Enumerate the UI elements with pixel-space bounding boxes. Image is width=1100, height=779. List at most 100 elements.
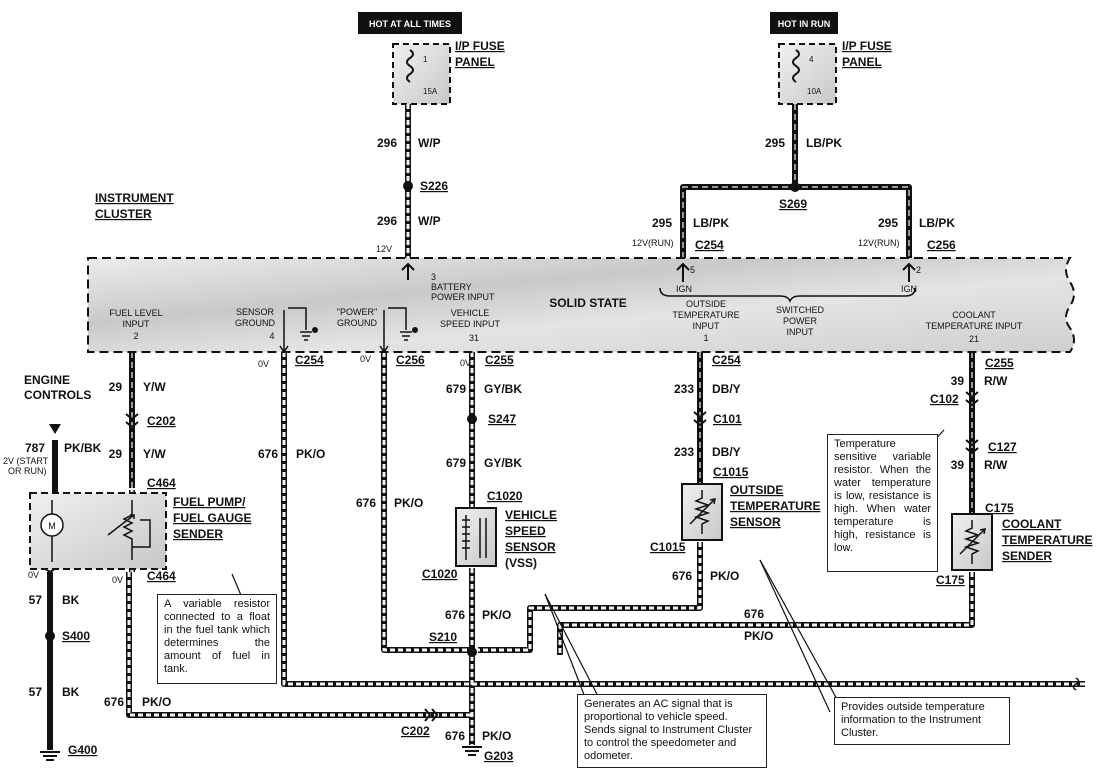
pin-label: OUTSIDE <box>686 299 726 309</box>
fuse-panel-title: I/P FUSE <box>842 39 892 53</box>
connector-label: C254 <box>695 238 724 252</box>
hot-at-all-times-tag: HOT AT ALL TIMES <box>358 12 462 34</box>
connector-label: C256 <box>927 238 956 252</box>
pin-label: SENSOR <box>236 307 275 317</box>
component-title: COOLANT <box>1002 517 1062 531</box>
wire-number: 679 <box>446 382 466 396</box>
connector-label: C1020 <box>487 489 523 503</box>
thermistor-icon <box>959 520 986 564</box>
component-title: SPEED <box>505 524 546 538</box>
vss-note: Generates an AC signal that is proportio… <box>577 694 767 768</box>
component-title: FUEL GAUGE <box>173 511 251 525</box>
pin-label: BATTERY <box>431 282 472 292</box>
voltage-labels: 12V 12V(RUN) 12V(RUN) 0V 0V 0V 0V 0V 2V … <box>3 238 900 585</box>
component-title: TEMPERATURE <box>730 499 820 513</box>
fuel-sender-note: A variable resistor connected to a float… <box>157 594 277 684</box>
connector-label: C1020 <box>422 567 458 581</box>
wire-number: 296 <box>377 214 397 228</box>
component-title: SENDER <box>173 527 223 541</box>
motor-label: M <box>48 521 56 531</box>
pin-label: FUEL LEVEL <box>109 308 162 318</box>
coolant-note: Temperature sensitive variable resistor.… <box>827 434 938 572</box>
arrow-up-icon <box>676 262 690 282</box>
fuse-rating: 10A <box>807 87 822 96</box>
pin-label: TEMPERATURE INPUT <box>926 321 1023 331</box>
hot-at-all-times-text: HOT AT ALL TIMES <box>369 19 451 29</box>
wire-color: LB/PK <box>693 216 729 230</box>
wire-number: 676 <box>104 695 124 709</box>
wire-color: PK/O <box>142 695 171 709</box>
wire-color: GY/BK <box>484 456 522 470</box>
coil-icon <box>462 515 487 560</box>
splice-label: S247 <box>488 412 516 426</box>
splice-label: S210 <box>429 630 457 644</box>
connector-label: C464 <box>147 569 176 583</box>
wire-color: Y/W <box>143 380 166 394</box>
pin-label: VEHICLE <box>451 308 490 318</box>
ground-icon <box>279 307 312 354</box>
wire-number: 29 <box>109 447 123 461</box>
wire-color: PK/O <box>744 629 773 643</box>
wire-color: PK/O <box>394 496 423 510</box>
wire-color: GY/BK <box>484 382 522 396</box>
pin-label: COOLANT <box>952 310 996 320</box>
vehicle-speed-sensor: VEHICLE SPEED SENSOR (VSS) <box>455 507 557 570</box>
fuel-pump-sender: M FUEL PUMP/ FUEL GAUGE SENDER <box>29 492 251 570</box>
wire-number: 676 <box>744 607 764 621</box>
wire-color: LB/PK <box>919 216 955 230</box>
pin-label: IGN <box>901 284 917 294</box>
coolant-temperature-sender: COOLANT TEMPERATURE SENDER <box>951 513 1092 571</box>
fuse-number: 1 <box>423 55 428 64</box>
cluster-title: INSTRUMENT <box>95 191 174 205</box>
connector-label: C202 <box>401 724 430 738</box>
wire-color: W/P <box>418 136 441 150</box>
component-title: SENSOR <box>505 540 556 554</box>
engine-controls-label: ENGINE CONTROLS <box>24 373 91 402</box>
voltage-label: 12V <box>376 244 392 254</box>
wire-number: 295 <box>878 216 898 230</box>
ground-label: G400 <box>68 743 98 757</box>
connector-label: C254 <box>712 353 741 367</box>
outside-temp-note: Provides outside temperature information… <box>834 697 1010 745</box>
wire-number: 57 <box>29 685 43 699</box>
wire-number: 39 <box>951 458 965 472</box>
voltage-label: 0V <box>460 358 471 368</box>
engine-controls-text: CONTROLS <box>24 388 91 402</box>
bracket-icon <box>659 287 916 304</box>
wire-number: 676 <box>445 729 465 743</box>
arrow-down-icon <box>49 424 61 434</box>
splice-dot <box>467 414 477 424</box>
wire-number: 29 <box>109 380 123 394</box>
callout-lines <box>231 429 945 713</box>
pin-number: 3 <box>431 272 436 282</box>
connector-label: C464 <box>147 476 176 490</box>
ground-label: G203 <box>484 749 514 763</box>
wire-number: 676 <box>445 608 465 622</box>
ground-icon <box>379 307 412 354</box>
component-title: FUEL PUMP/ <box>173 495 246 509</box>
wire-color: BK <box>62 685 80 699</box>
connector-label: C254 <box>295 353 324 367</box>
wire-number: 295 <box>765 136 785 150</box>
connector-label: C202 <box>147 414 176 428</box>
wire-number: 296 <box>377 136 397 150</box>
voltage-label: 12V(RUN) <box>632 238 674 248</box>
wire-color: DB/Y <box>712 382 741 396</box>
fuse-panel-title: PANEL <box>455 55 495 69</box>
hot-in-run-text: HOT IN RUN <box>778 19 831 29</box>
wire-number: 676 <box>356 496 376 510</box>
wire-break-icon <box>1072 677 1080 691</box>
wire-color: Y/W <box>143 447 166 461</box>
wire-number: 233 <box>674 445 694 459</box>
connector-label: C1015 <box>713 465 749 479</box>
variable-resistor-icon <box>51 500 151 562</box>
splice-dot <box>45 631 55 641</box>
voltage-label: 0V <box>360 354 371 364</box>
pin-label: TEMPERATURE <box>672 310 739 320</box>
pin-label: "POWER" <box>337 307 377 317</box>
pin-number: 2 <box>133 331 138 341</box>
splice-points <box>45 181 800 657</box>
pin-number: 1 <box>703 333 708 343</box>
wire-color: W/P <box>418 214 441 228</box>
